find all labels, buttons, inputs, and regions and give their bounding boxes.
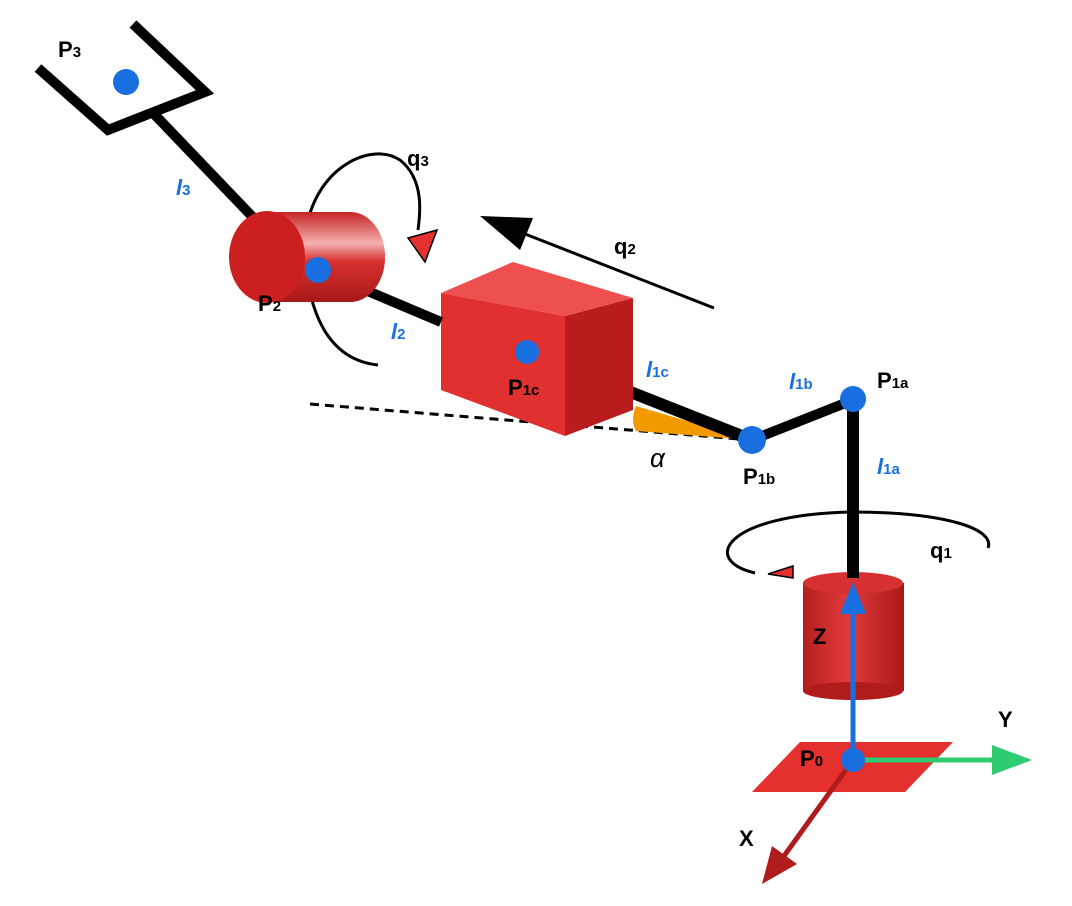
label-l3: l3 [176, 175, 190, 200]
q1-rotation-arrowhead [767, 564, 794, 579]
label-axis-z: Z [813, 624, 826, 649]
joint-cylinder-p2 [229, 211, 385, 303]
label-alpha: α [650, 443, 666, 473]
q3-rotation-arrowhead [406, 228, 439, 264]
label-q2: q2 [614, 234, 636, 259]
q3-rotation-arc [303, 152, 422, 367]
label-axis-y: Y [998, 707, 1013, 732]
label-l1a: l1a [877, 454, 900, 479]
q2-translation-arrow [519, 230, 715, 310]
y-axis-arrowhead [992, 745, 1032, 775]
label-p1c: P1c [508, 375, 539, 400]
joint-p1a [840, 386, 866, 412]
q1-rotation-arc [725, 510, 991, 575]
q2-arrowhead [480, 216, 533, 250]
link-l3 [151, 111, 272, 237]
joint-p3 [113, 69, 139, 95]
label-l1b: l1b [789, 369, 813, 394]
label-p0: P0 [800, 746, 823, 771]
label-p1b: P1b [743, 464, 775, 489]
label-q1: q1 [930, 538, 952, 563]
joint-p0 [841, 748, 865, 772]
label-q3: q3 [407, 146, 429, 171]
prismatic-box [441, 262, 633, 436]
label-l2: l2 [391, 319, 405, 344]
label-p2: P2 [258, 291, 281, 316]
joint-p1c [515, 340, 539, 364]
label-p1a: P1a [877, 368, 909, 393]
x-axis-shaft [781, 758, 856, 858]
label-axis-x: X [739, 826, 754, 851]
gripper [34, 20, 215, 136]
link-l1b [750, 395, 855, 445]
joint-p1b [738, 426, 766, 454]
label-p3: P3 [58, 37, 81, 62]
joint-p2 [305, 257, 331, 283]
z-axis-arrowhead [840, 582, 866, 614]
x-axis-arrowhead [762, 846, 797, 884]
label-l1c: l1c [646, 357, 669, 382]
